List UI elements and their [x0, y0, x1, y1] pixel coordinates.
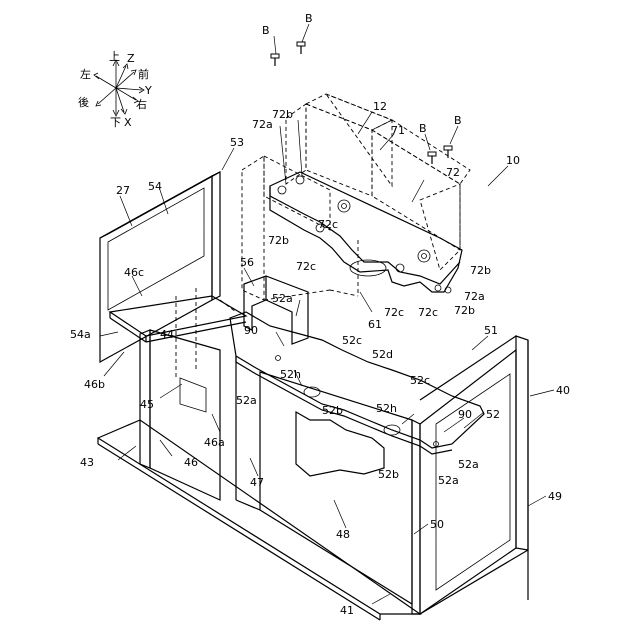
label-54a: 54a	[70, 328, 91, 341]
legend-z: Z	[127, 52, 135, 65]
legend-back: 後	[78, 95, 89, 109]
label-56: 56	[240, 256, 254, 269]
leader-lines	[100, 112, 554, 604]
label-43: 43	[80, 456, 94, 469]
label-90-2: 90	[458, 408, 472, 421]
label-52a-3: 52a	[458, 458, 479, 471]
label-53: 53	[230, 136, 244, 149]
legend-up: 上	[109, 50, 120, 63]
label-44: 44	[160, 328, 174, 341]
legend-left: 左	[80, 68, 91, 81]
label-12: 12	[373, 100, 387, 113]
legend-down: 下	[110, 116, 121, 129]
label-52b-2: 52b	[378, 468, 399, 481]
label-72c-1: 72c	[318, 218, 338, 231]
label-52h-2: 52h	[376, 402, 397, 415]
label-52d: 52d	[372, 348, 393, 361]
label-52b-1: 52b	[322, 404, 343, 417]
label-52c-1: 52c	[342, 334, 362, 347]
legend-y: Y	[144, 84, 152, 97]
label-72a-1: 72a	[252, 118, 273, 131]
label-46c: 46c	[124, 266, 144, 279]
label-46: 46	[184, 456, 198, 469]
label-52a-4: 52a	[438, 474, 459, 487]
direction-legend: 上 Z 左 前 Y 後 右 下 X	[78, 50, 152, 129]
label-71: 71	[391, 124, 405, 137]
label-48: 48	[336, 528, 350, 541]
label-54: 54	[148, 180, 162, 193]
label-40: 40	[556, 384, 570, 397]
label-B-1: B	[262, 24, 270, 37]
label-72b-3: 72b	[470, 264, 491, 277]
label-B-3: B	[419, 122, 427, 135]
label-46a: 46a	[204, 436, 225, 449]
label-41: 41	[340, 604, 354, 617]
label-52: 52	[486, 408, 500, 421]
legend-right: 右	[136, 97, 147, 111]
label-72b-1: 72b	[272, 108, 293, 121]
label-49: 49	[548, 490, 562, 503]
bolt-group-top	[271, 24, 458, 164]
label-52a-2: 52a	[236, 394, 257, 407]
label-72: 72	[446, 166, 460, 179]
label-52c-2: 52c	[410, 374, 430, 387]
label-51: 51	[484, 324, 498, 337]
label-50: 50	[430, 518, 444, 531]
label-52h-1: 52h	[280, 368, 301, 381]
label-45: 45	[140, 398, 154, 411]
label-72c-4: 72c	[418, 306, 438, 319]
bracket-72	[270, 172, 462, 293]
label-72b-4: 72b	[454, 304, 475, 317]
label-46b: 46b	[84, 378, 105, 391]
label-47: 47	[250, 476, 264, 489]
label-B-2: B	[305, 12, 313, 25]
label-61: 61	[368, 318, 382, 331]
legend-front: 前	[138, 67, 149, 81]
label-72b-2: 72b	[268, 234, 289, 247]
legend-x: X	[124, 116, 132, 129]
label-B-4: B	[454, 114, 462, 127]
label-72c-3: 72c	[384, 306, 404, 319]
label-10: 10	[506, 154, 520, 167]
label-72c-2: 72c	[296, 260, 316, 273]
label-90-1: 90	[244, 324, 258, 337]
label-52a-1: 52a	[272, 292, 293, 305]
label-72a-2: 72a	[464, 290, 485, 303]
label-27: 27	[116, 184, 130, 197]
